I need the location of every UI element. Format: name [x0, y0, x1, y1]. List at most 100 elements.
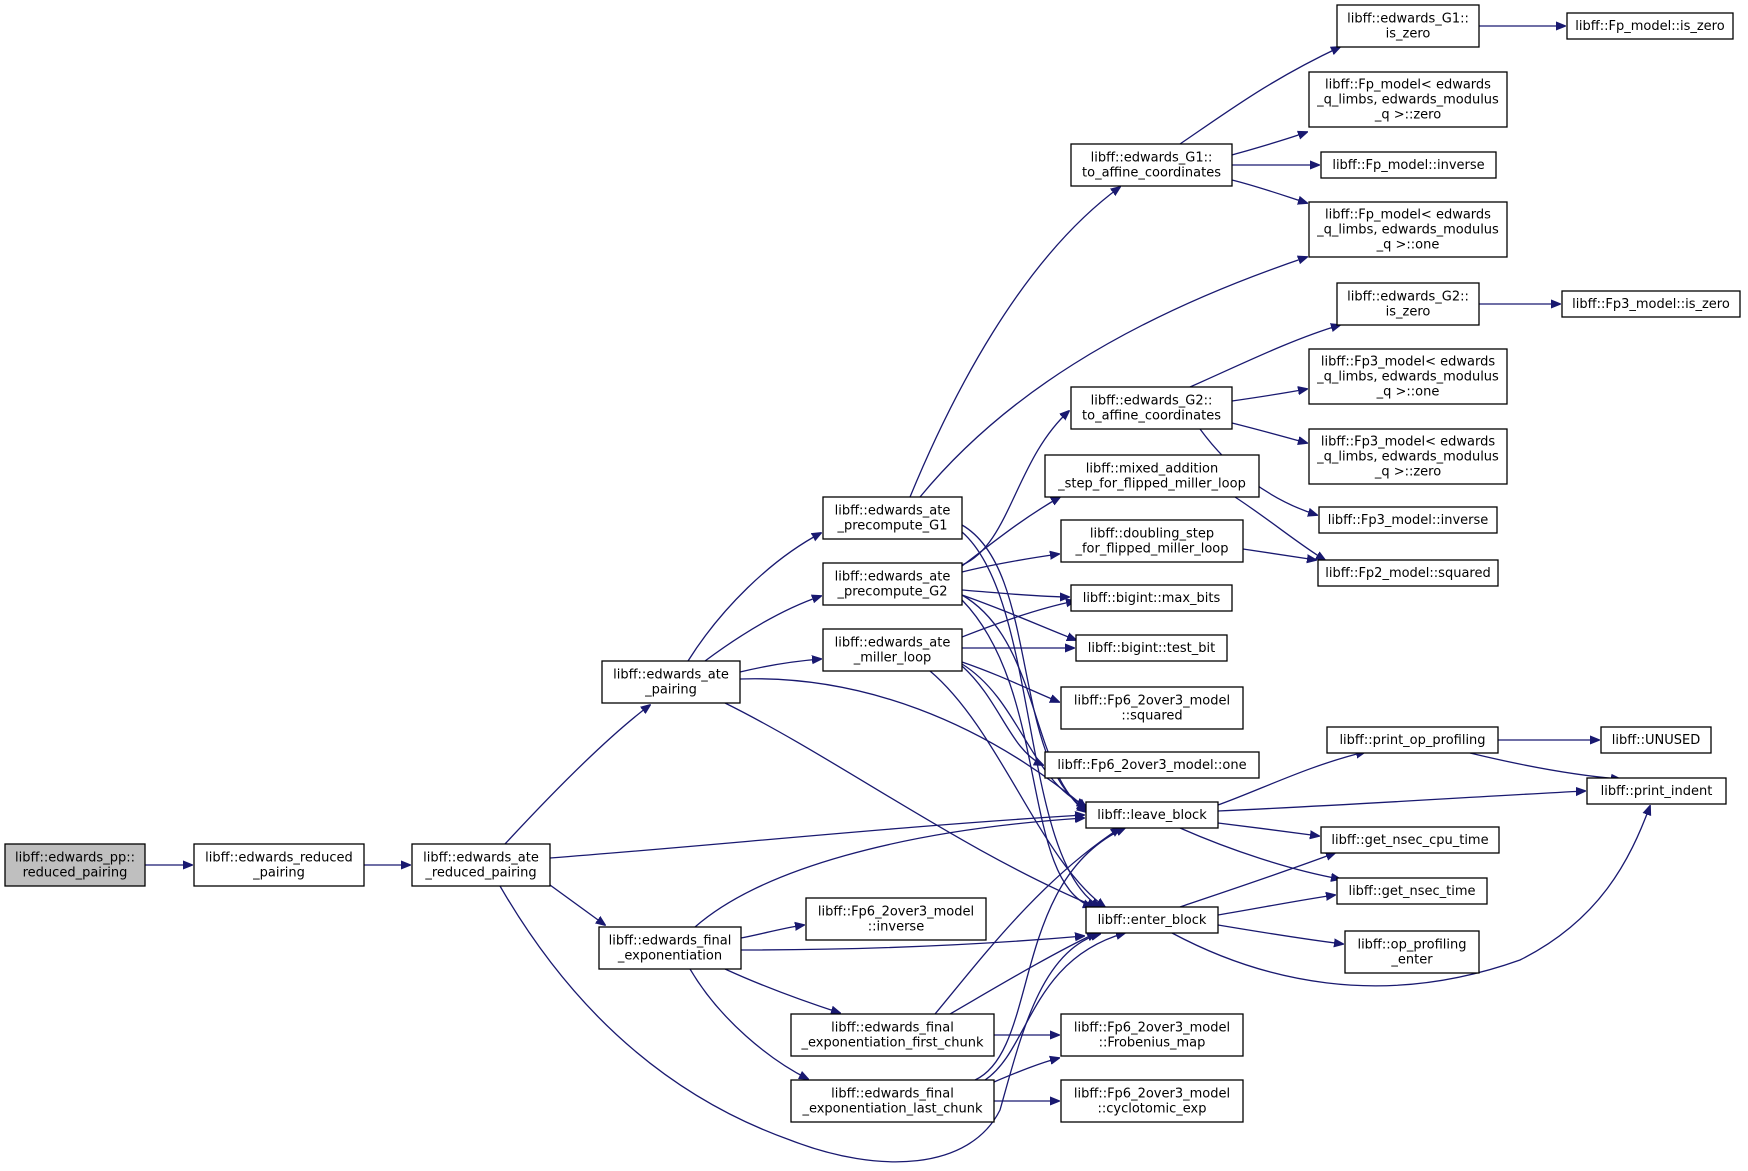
edge-g1aff-to-fpone: [1231, 179, 1307, 203]
node-unused[interactable]: libff::UNUSED: [1600, 726, 1712, 754]
node-label: libff::mixed_addition: [1086, 462, 1219, 477]
edge-eap-to-eapg2: [704, 596, 821, 662]
node-fp6sq[interactable]: libff::Fp6_2over3_model::squared: [1060, 686, 1244, 730]
node-label: libff::Fp_model< edwards: [1325, 78, 1491, 93]
node-label: libff::print_op_profiling: [1339, 733, 1485, 748]
node-g2aff[interactable]: libff::edwards_G2::to_affine_coordinates: [1070, 386, 1233, 430]
node-enter[interactable]: libff::enter_block: [1085, 906, 1219, 934]
node-fpinverse[interactable]: libff::Fp_model::inverse: [1320, 151, 1497, 179]
edge-enter-to-openter: [1217, 924, 1343, 944]
node-g1aff[interactable]: libff::edwards_G1::to_affine_coordinates: [1070, 143, 1233, 187]
node-fpinv6[interactable]: libff::Fp6_2over3_model::inverse: [805, 897, 987, 941]
edge-eaml-to-maxbits: [961, 601, 1075, 638]
node-efelc[interactable]: libff::edwards_final_exponentiation_last…: [790, 1079, 995, 1123]
edge-enter-to-cputime: [1179, 853, 1335, 908]
node-box: [1586, 777, 1727, 805]
edge-eapg2-to-dbl: [961, 554, 1059, 573]
edge-g1aff-to-fpzero: [1231, 132, 1307, 156]
node-label: libff::edwards_G2::: [1091, 394, 1213, 409]
node-label: _exponentiation: [617, 949, 722, 964]
node-openter[interactable]: libff::op_profiling_enter: [1344, 930, 1480, 974]
node-label: _q >::zero: [1374, 465, 1441, 480]
node-root[interactable]: libff::edwards_pp::reduced_pairing: [4, 843, 146, 887]
node-nsectime[interactable]: libff::get_nsec_time: [1336, 877, 1488, 905]
node-erp[interactable]: libff::edwards_reduced_pairing: [193, 843, 365, 887]
node-label: libff::bigint::max_bits: [1083, 591, 1221, 606]
node-box: [822, 562, 963, 606]
node-fp3one[interactable]: libff::Fp3_model< edwards_q_limbs, edwar…: [1308, 348, 1508, 405]
node-box: [1318, 506, 1498, 534]
node-printop[interactable]: libff::print_op_profiling: [1326, 726, 1499, 754]
node-box: [822, 628, 963, 672]
node-earp[interactable]: libff::edwards_ate_reduced_pairing: [411, 843, 551, 887]
node-label: _q >::one: [1376, 385, 1440, 400]
node-cyclo[interactable]: libff::Fp6_2over3_model::cyclotomic_exp: [1060, 1079, 1244, 1123]
edge-efelc-to-frob: [993, 1058, 1059, 1083]
node-eap[interactable]: libff::edwards_ate_pairing: [601, 660, 741, 704]
node-label: ::Frobenius_map: [1099, 1036, 1206, 1051]
node-label: _for_flipped_miller_loop: [1074, 542, 1228, 557]
node-label: _q_limbs, edwards_modulus: [1316, 223, 1499, 238]
edge-eapg2-to-testbit: [961, 594, 1076, 640]
node-dbl[interactable]: libff::doubling_step_for_flipped_miller_…: [1060, 519, 1244, 563]
edge-efe-to-enter: [740, 936, 1084, 951]
node-label: libff::edwards_ate: [835, 504, 951, 519]
node-label: libff::edwards_G1::: [1091, 151, 1213, 166]
node-fpone[interactable]: libff::Fp_model< edwards_q_limbs, edward…: [1308, 201, 1508, 258]
edge-eapg2-to-g2aff: [961, 411, 1069, 566]
node-g2zero[interactable]: libff::edwards_G2::is_zero: [1336, 282, 1480, 326]
node-label: libff::Fp3_model::is_zero: [1572, 297, 1730, 312]
edge-efe-to-efefc: [724, 968, 840, 1013]
node-box: [1566, 12, 1734, 40]
edge-earp-to-enter: [499, 885, 1100, 1163]
node-label: _q >::zero: [1374, 108, 1441, 123]
edge-eap-to-eapg1: [687, 533, 821, 662]
node-label: libff::edwards_ate: [835, 636, 951, 651]
node-fp3inv[interactable]: libff::Fp3_model::inverse: [1318, 506, 1498, 534]
node-fpiszero[interactable]: libff::Fp_model::is_zero: [1566, 12, 1734, 40]
node-efe[interactable]: libff::edwards_final_exponentiation: [598, 926, 742, 970]
edge-enter-to-nsectime: [1217, 895, 1335, 916]
node-label: _reduced_pairing: [424, 866, 536, 881]
edge-leave-to-printop: [1217, 752, 1365, 806]
edge-leave-to-cputime: [1217, 822, 1319, 836]
node-madd[interactable]: libff::mixed_addition_step_for_flipped_m…: [1044, 454, 1260, 498]
node-maxbits[interactable]: libff::bigint::max_bits: [1070, 584, 1233, 612]
node-fp6one[interactable]: libff::Fp6_2over3_model::one: [1044, 751, 1260, 779]
node-box: [1070, 386, 1233, 430]
node-box: [1060, 686, 1244, 730]
node-frob[interactable]: libff::Fp6_2over3_model::Frobenius_map: [1060, 1013, 1244, 1057]
node-fp2sq[interactable]: libff::Fp2_model::squared: [1317, 559, 1499, 587]
edge-eaml-to-leave: [961, 663, 1086, 806]
node-eapg2[interactable]: libff::edwards_ate_precompute_G2: [822, 562, 963, 606]
edge-eaml-to-fp6one: [961, 665, 1043, 765]
node-fp3iszero[interactable]: libff::Fp3_model::is_zero: [1561, 290, 1741, 318]
node-label: libff::Fp6_2over3_model: [818, 905, 974, 920]
edge-eapg1-to-g1aff: [909, 187, 1120, 498]
node-eapg1[interactable]: libff::edwards_ate_precompute_G1: [822, 496, 963, 540]
node-eaml[interactable]: libff::edwards_ate_miller_loop: [822, 628, 963, 672]
node-label: is_zero: [1386, 305, 1431, 320]
node-label: _exponentiation_last_chunk: [801, 1102, 983, 1117]
node-cputime[interactable]: libff::get_nsec_cpu_time: [1320, 826, 1500, 854]
node-testbit[interactable]: libff::bigint::test_bit: [1075, 634, 1228, 662]
node-efefc[interactable]: libff::edwards_final_exponentiation_firs…: [790, 1013, 995, 1057]
node-label: _enter: [1390, 953, 1433, 968]
node-label: _pairing: [644, 683, 697, 698]
edge-efelc-to-enter: [984, 933, 1125, 1081]
edge-eap-to-eaml: [739, 659, 821, 673]
node-label: ::cyclotomic_exp: [1097, 1102, 1206, 1117]
node-leave[interactable]: libff::leave_block: [1085, 801, 1219, 829]
node-label: libff::Fp3_model::inverse: [1328, 513, 1489, 528]
node-indent[interactable]: libff::print_indent: [1586, 777, 1727, 805]
node-label: to_affine_coordinates: [1082, 409, 1221, 424]
node-g1zero[interactable]: libff::edwards_G1::is_zero: [1336, 4, 1480, 48]
node-label: libff::edwards_pp::: [15, 851, 135, 866]
node-label: reduced_pairing: [23, 866, 128, 881]
node-fpzero[interactable]: libff::Fp_model< edwards_q_limbs, edward…: [1308, 71, 1508, 128]
node-label: _q_limbs, edwards_modulus: [1316, 93, 1499, 108]
edge-g2aff-to-fp3zero: [1231, 422, 1307, 443]
node-label: _q_limbs, edwards_modulus: [1316, 450, 1499, 465]
node-label: libff::edwards_G2::: [1347, 290, 1469, 305]
node-fp3zero[interactable]: libff::Fp3_model< edwards_q_limbs, edwar…: [1308, 428, 1508, 485]
